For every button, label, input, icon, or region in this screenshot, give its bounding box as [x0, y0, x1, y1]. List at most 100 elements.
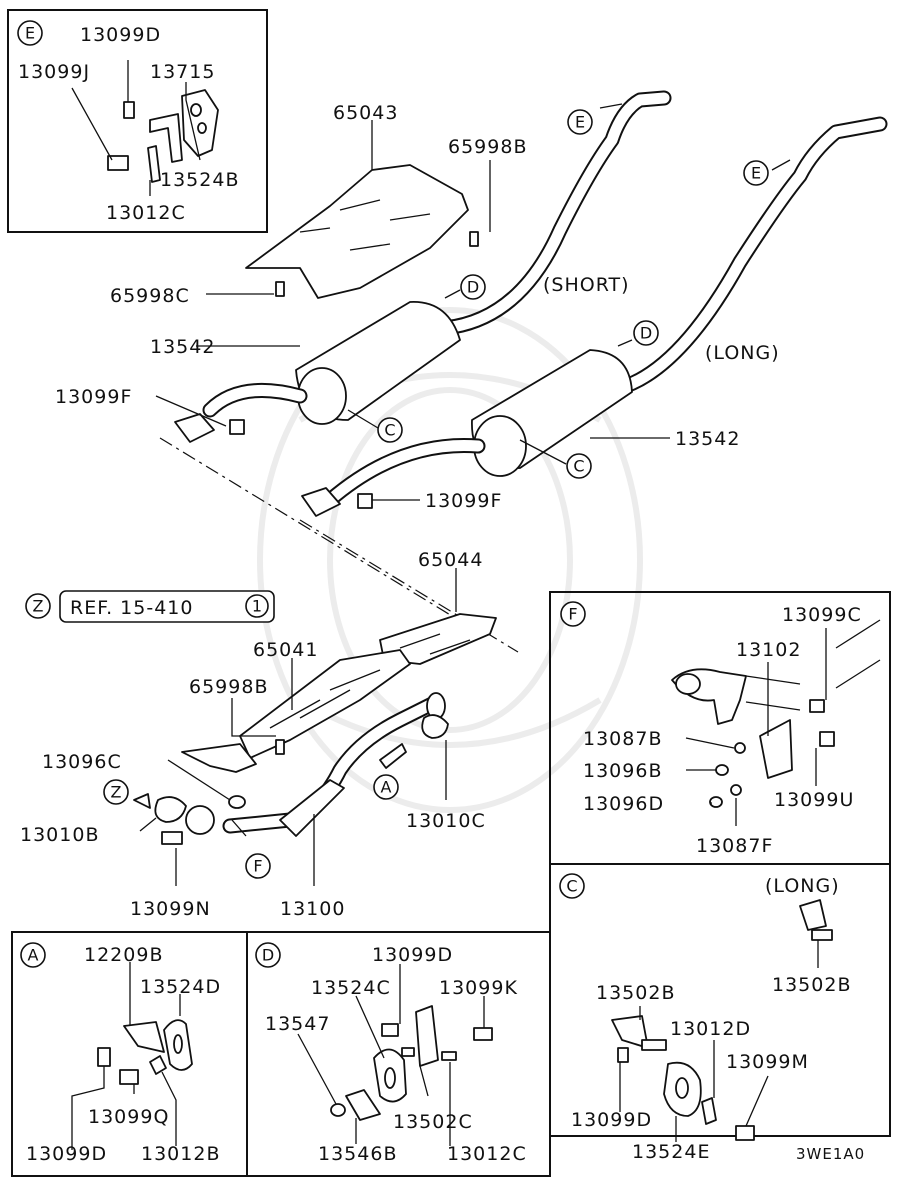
label-13012b: 13012B [141, 1143, 220, 1165]
marker-a-detail [20, 942, 46, 968]
label-13547: 13547 [265, 1013, 330, 1035]
label-long-c: (LONG) [765, 875, 840, 897]
diagram-code: 3WE1A0 [796, 1145, 865, 1163]
marker-f-detail [560, 601, 586, 627]
marker-c-short [377, 417, 403, 443]
label-13542-long: 13542 [675, 428, 740, 450]
label-65998b-top: 65998B [448, 136, 527, 158]
marker-d-short [460, 274, 486, 300]
label-13546b: 13546B [318, 1143, 397, 1165]
label-13524c: 13524C [311, 977, 391, 999]
label-long: (LONG) [705, 342, 780, 364]
heat-protector-front [181, 743, 257, 773]
label-13087b: 13087B [583, 728, 662, 750]
detail-d-parts [330, 1005, 493, 1121]
marker-z-arrow-text: Z [111, 783, 122, 802]
detail-a-tag: A [28, 946, 39, 965]
marker-d-long [633, 320, 659, 346]
front-pipe-13100 [222, 692, 446, 837]
detail-a-parts [97, 1019, 193, 1085]
marker-z-arrow [103, 779, 129, 805]
label-13099f-left: 13099F [55, 386, 132, 408]
label-13502b-top: 13502B [772, 974, 851, 996]
label-13099m: 13099M [726, 1051, 809, 1073]
label-65043: 65043 [333, 102, 398, 124]
marker-e-short [567, 109, 593, 135]
detail-d-tag: D [262, 946, 274, 965]
marker-e-short-text: E [575, 113, 585, 132]
label-13012c-e: 13012C [106, 202, 186, 224]
label-13010c: 13010C [406, 810, 486, 832]
label-13715: 13715 [150, 61, 215, 83]
marker-c-detail [559, 873, 585, 899]
bolt-13099n [161, 831, 183, 845]
label-13099u: 13099U [774, 789, 854, 811]
ref-text: REF. 15-410 [70, 597, 193, 619]
marker-a [373, 774, 399, 800]
label-13099d-c: 13099D [571, 1109, 652, 1131]
ref-box [59, 590, 275, 623]
label-13087f: 13087F [696, 835, 773, 857]
label-13524b: 13524B [160, 169, 239, 191]
marker-d-short-text: D [467, 278, 479, 297]
direction-arrow [133, 793, 151, 809]
label-13099j: 13099J [18, 61, 90, 83]
connection-lines [159, 437, 519, 653]
label-12209b: 12209B [84, 944, 163, 966]
label-13099c: 13099C [782, 604, 862, 626]
gasket-13010b [154, 796, 187, 823]
ref-zone-marker [25, 593, 51, 619]
marker-c-long-text: C [573, 457, 584, 476]
heat-protector-65043 [245, 164, 479, 299]
label-13096b: 13096B [583, 760, 662, 782]
flange [185, 805, 215, 835]
label-13096d: 13096D [583, 793, 664, 815]
label-13099d-e: 13099D [80, 24, 161, 46]
muffler-short [174, 90, 672, 443]
label-13099d-a: 13099D [26, 1143, 107, 1165]
label-13502b: 13502B [596, 982, 675, 1004]
label-13099n: 13099N [130, 898, 211, 920]
marker-f [245, 853, 271, 879]
marker-d-detail [255, 942, 281, 968]
label-65044: 65044 [418, 549, 483, 571]
marker-e-long [743, 160, 769, 186]
marker-c-short-text: C [384, 421, 395, 440]
detail-e-parts [71, 60, 219, 196]
label-13099f-right: 13099F [425, 490, 502, 512]
label-13502c: 13502C [393, 1111, 473, 1133]
detail-c-tag: C [566, 877, 577, 896]
detail-e-tag: E [25, 24, 35, 43]
detail-box-d [246, 931, 551, 1177]
label-13524e: 13524E [632, 1141, 710, 1163]
marker-e-detail [17, 20, 43, 46]
label-65998b-mid: 65998B [189, 676, 268, 698]
marker-c-long [566, 453, 592, 479]
muffler-long [301, 116, 888, 517]
marker-d-long-text: D [640, 324, 652, 343]
label-13524d: 13524D [140, 976, 221, 998]
label-13012c-d: 13012C [447, 1143, 527, 1165]
label-short: (SHORT) [543, 274, 630, 296]
gasket-13010c [421, 714, 449, 739]
detail-c-parts [611, 899, 833, 1141]
label-13542-short: 13542 [150, 336, 215, 358]
label-65041: 65041 [253, 639, 318, 661]
ref-num-text: 1 [252, 597, 262, 616]
ref-num-marker [245, 594, 269, 618]
heat-protector-65041 [239, 649, 411, 759]
watermark-emblem [257, 307, 643, 813]
marker-e-long-text: E [751, 164, 761, 183]
label-13096c: 13096C [42, 751, 122, 773]
label-65998c: 65998C [110, 285, 190, 307]
detail-f-parts [671, 619, 881, 808]
nut-13096c [228, 795, 246, 809]
label-13099d-d: 13099D [372, 944, 453, 966]
label-13102: 13102 [736, 639, 801, 661]
detail-box-e [7, 9, 268, 233]
label-13099k: 13099K [439, 977, 518, 999]
label-13010b: 13010B [20, 824, 99, 846]
marker-a-text: A [381, 778, 392, 797]
